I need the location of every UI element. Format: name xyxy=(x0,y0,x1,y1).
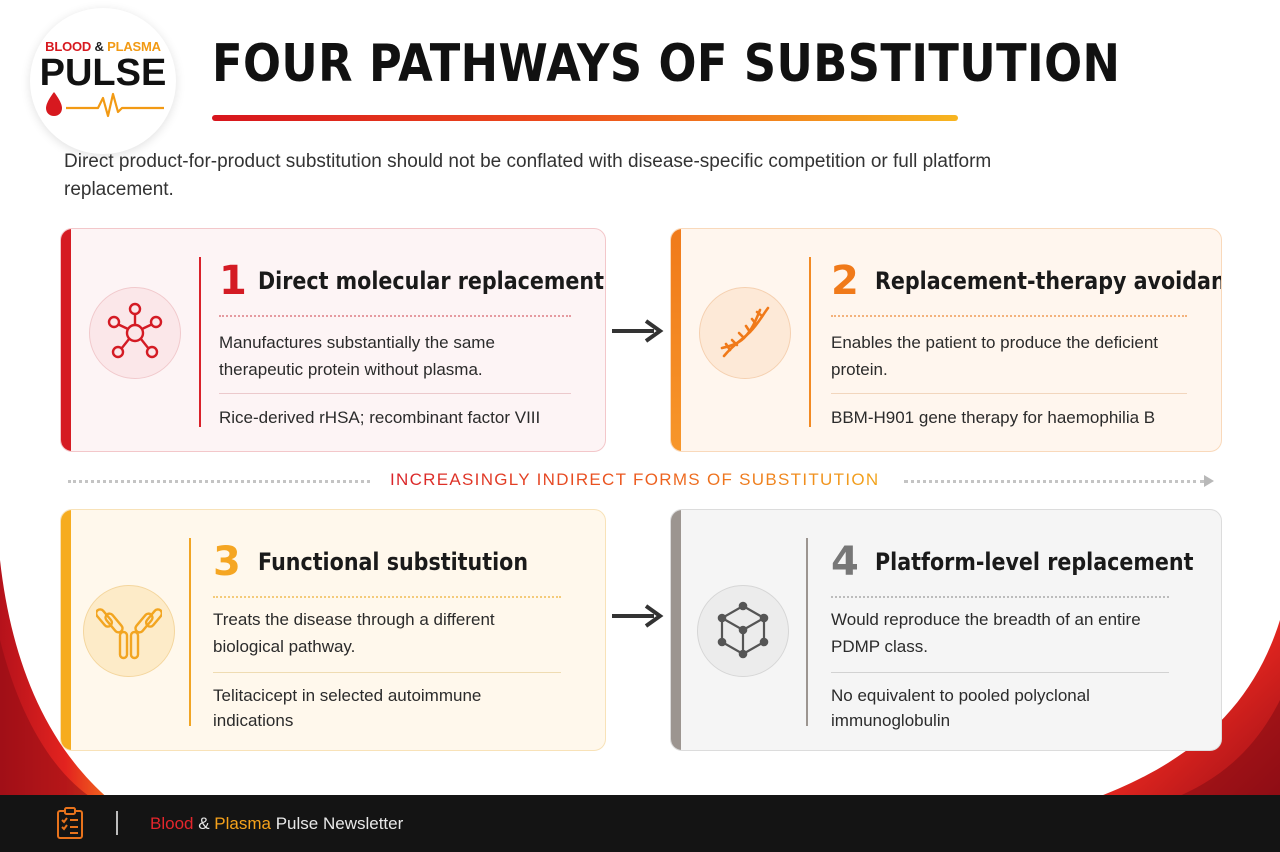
pathway-card-1: 1 Direct molecular replacement Manufactu… xyxy=(60,228,606,452)
logo-word-blood: BLOOD xyxy=(45,38,92,54)
card-description: Enables the patient to produce the defic… xyxy=(831,333,1159,379)
card-number: 4 xyxy=(831,539,859,585)
card-divider-line xyxy=(806,538,808,726)
card-example: No equivalent to pooled polyclonal immun… xyxy=(831,686,1090,730)
card-number: 2 xyxy=(831,258,859,304)
card-separator xyxy=(219,393,571,394)
footer-word-blood: Blood xyxy=(150,814,194,833)
dotted-separator xyxy=(831,596,1169,598)
arrow-right-icon xyxy=(612,319,664,343)
title-underline xyxy=(212,115,958,121)
footer-word-plasma: Plasma xyxy=(214,814,271,833)
logo-tagline: BLOOD & PLASMA xyxy=(45,39,161,54)
substitution-scale-divider: INCREASINGLY INDIRECT FORMS OF SUBSTITUT… xyxy=(68,470,1216,492)
logo-word-plasma: PLASMA xyxy=(107,38,161,54)
card-accent-stripe xyxy=(61,229,71,451)
card-accent-stripe xyxy=(61,510,71,750)
footer-ampersand: & xyxy=(198,814,210,833)
card-number: 3 xyxy=(213,539,241,585)
antibody-icon xyxy=(83,585,175,677)
divider-label: INCREASINGLY INDIRECT FORMS OF SUBSTITUT… xyxy=(390,470,880,489)
footer-divider xyxy=(116,811,118,835)
dotted-line-left xyxy=(68,480,370,483)
dotted-line-right xyxy=(904,480,1204,483)
card-title: Platform-level replacement xyxy=(875,548,1194,576)
card-title: Functional substitution xyxy=(258,548,529,576)
card-separator xyxy=(831,393,1187,394)
card-separator xyxy=(213,672,561,673)
card-divider-line xyxy=(809,257,811,427)
page-title: FOUR PATHWAYS OF SUBSTITUTION xyxy=(212,34,1121,94)
card-description: Manufactures substantially the same ther… xyxy=(219,333,495,379)
card-example: Telitacicept in selected autoimmune indi… xyxy=(213,686,482,730)
cube-network-icon xyxy=(697,585,789,677)
card-example: BBM-H901 gene therapy for haemophilia B xyxy=(831,408,1156,427)
dna-icon xyxy=(699,287,791,379)
card-description: Would reproduce the breadth of an entire… xyxy=(831,610,1141,656)
card-divider-line xyxy=(189,538,191,726)
pathway-card-2: 2 Replacement-therapy avoidance Enables … xyxy=(670,228,1222,452)
card-example: Rice-derived rHSA; recombinant factor VI… xyxy=(219,408,541,427)
arrow-right-icon xyxy=(612,604,664,628)
card-separator xyxy=(831,672,1169,673)
logo-wordmark: PULSE xyxy=(39,51,167,94)
arrowhead-icon xyxy=(1204,475,1214,487)
pathway-card-4: 4 Platform-level replacement Would repro… xyxy=(670,509,1222,751)
pathway-card-3: 3 Functional substitution Treats the dis… xyxy=(60,509,606,751)
blood-drop-ecg-icon xyxy=(46,91,164,117)
logo-ampersand: & xyxy=(94,38,104,54)
card-number: 1 xyxy=(219,258,247,304)
brand-logo: BLOOD & PLASMA PULSE xyxy=(30,8,176,154)
molecule-icon xyxy=(89,287,181,379)
card-accent-stripe xyxy=(671,229,681,451)
card-accent-stripe xyxy=(671,510,681,750)
clipboard-icon xyxy=(57,807,83,839)
card-title: Replacement-therapy avoidance xyxy=(875,267,1222,295)
footer-bar: Blood & Plasma Pulse Newsletter xyxy=(0,795,1280,852)
card-title: Direct molecular replacement xyxy=(258,267,604,295)
card-divider-line xyxy=(199,257,201,427)
intro-text: Direct product-for-product substitution … xyxy=(64,151,992,200)
dotted-separator xyxy=(213,596,561,598)
dotted-separator xyxy=(831,315,1187,317)
footer-newsletter-name: Blood & Plasma Pulse Newsletter xyxy=(150,814,403,834)
footer-word-rest: Pulse Newsletter xyxy=(275,814,404,833)
card-description: Treats the disease through a different b… xyxy=(213,610,495,656)
dotted-separator xyxy=(219,315,571,317)
